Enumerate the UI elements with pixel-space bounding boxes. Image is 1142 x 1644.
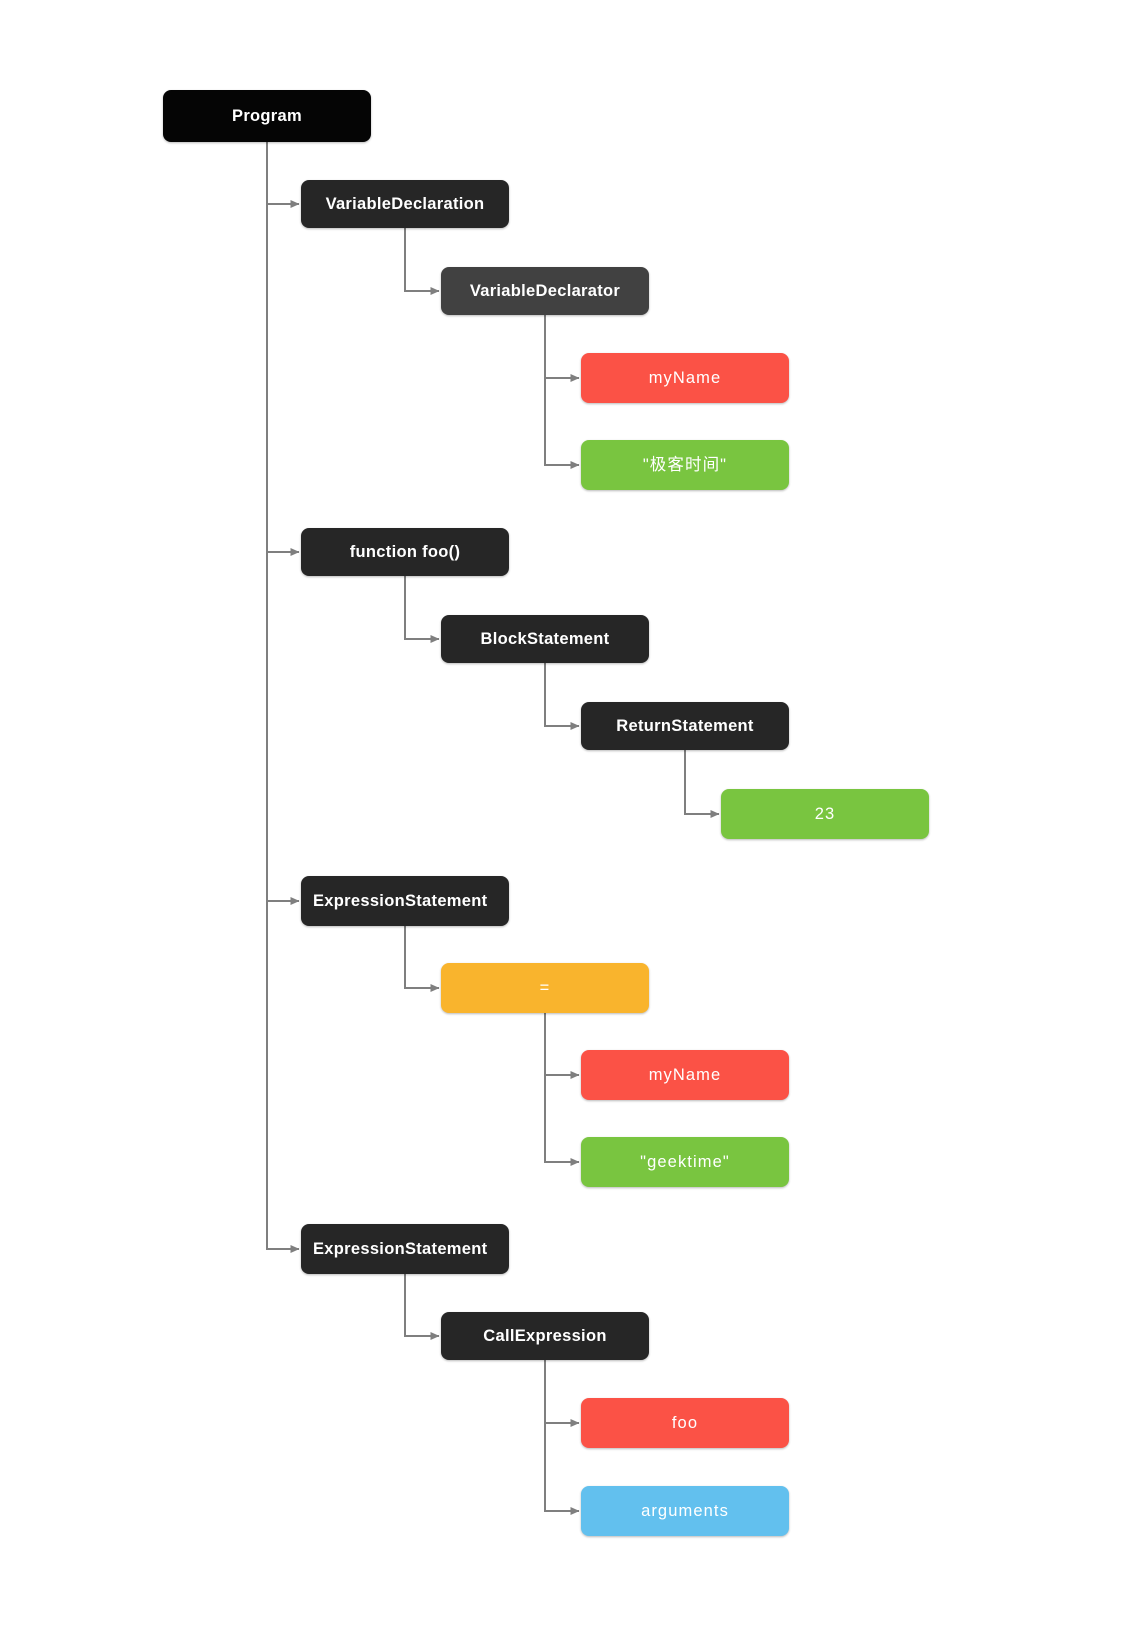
ast-node-label: 23 xyxy=(814,804,836,823)
ast-node-vardeclarator[interactable]: VariableDeclarator xyxy=(441,267,649,315)
ast-node-label: ExpressionStatement xyxy=(313,1239,488,1258)
ast-node-label: CallExpression xyxy=(483,1326,607,1345)
edge-vardecl-to-vardeclarator xyxy=(404,228,440,295)
edge-vardeclarator-to-geek_cn xyxy=(544,315,580,469)
ast-node-label: myName xyxy=(648,1065,722,1084)
edge-exprstmt1-to-assign xyxy=(404,926,440,992)
edge-exprstmt2-to-callexpr xyxy=(404,1274,440,1340)
edge-callexpr-to-foo xyxy=(544,1360,580,1427)
ast-node-label: BlockStatement xyxy=(480,629,610,648)
ast-node-label: ReturnStatement xyxy=(616,716,754,735)
ast-node-label: = xyxy=(539,978,551,997)
ast-node-geektime[interactable]: "geektime" xyxy=(581,1137,789,1187)
ast-node-num23[interactable]: 23 xyxy=(721,789,929,839)
ast-node-myname2[interactable]: myName xyxy=(581,1050,789,1100)
ast-node-label: VariableDeclaration xyxy=(325,194,485,213)
ast-node-myname1[interactable]: myName xyxy=(581,353,789,403)
edge-callexpr-to-arguments xyxy=(544,1360,580,1515)
ast-node-funcfoo[interactable]: function foo() xyxy=(301,528,509,576)
edge-vardeclarator-to-myname1 xyxy=(544,315,580,382)
ast-node-vardecl[interactable]: VariableDeclaration xyxy=(301,180,509,228)
ast-node-exprstmt1[interactable]: ExpressionStatement xyxy=(301,876,509,926)
edge-blockstmt-to-returnstmt xyxy=(544,663,580,730)
ast-node-blockstmt[interactable]: BlockStatement xyxy=(441,615,649,663)
edge-program-to-funcfoo xyxy=(266,142,300,556)
ast-node-label: Program xyxy=(232,106,302,125)
ast-node-assign[interactable]: = xyxy=(441,963,649,1013)
ast-node-label: ExpressionStatement xyxy=(313,891,488,910)
ast-node-label: VariableDeclarator xyxy=(469,281,621,300)
edge-program-to-exprstmt1 xyxy=(266,142,300,905)
ast-node-returnstmt[interactable]: ReturnStatement xyxy=(581,702,789,750)
edge-returnstmt-to-num23 xyxy=(684,750,720,818)
ast-node-label: function foo() xyxy=(349,542,461,561)
edge-funcfoo-to-blockstmt xyxy=(404,576,440,643)
ast-node-arguments[interactable]: arguments xyxy=(581,1486,789,1536)
ast-node-label: foo xyxy=(671,1413,699,1432)
edge-assign-to-myname2 xyxy=(544,1013,580,1079)
ast-node-geek_cn[interactable]: "极客时间" xyxy=(581,440,789,490)
ast-node-label: arguments xyxy=(641,1501,729,1520)
ast-node-exprstmt2[interactable]: ExpressionStatement xyxy=(301,1224,509,1274)
edge-program-to-vardecl xyxy=(266,142,300,208)
edge-assign-to-geektime xyxy=(544,1013,580,1166)
ast-node-program[interactable]: Program xyxy=(163,90,371,142)
ast-node-label: myName xyxy=(648,368,722,387)
ast-node-callexpr[interactable]: CallExpression xyxy=(441,1312,649,1360)
ast-node-label: "geektime" xyxy=(640,1152,730,1171)
edge-program-to-exprstmt2 xyxy=(266,142,300,1253)
ast-node-label: "极客时间" xyxy=(642,455,728,474)
edge-paths xyxy=(266,142,720,1515)
ast-node-foo[interactable]: foo xyxy=(581,1398,789,1448)
